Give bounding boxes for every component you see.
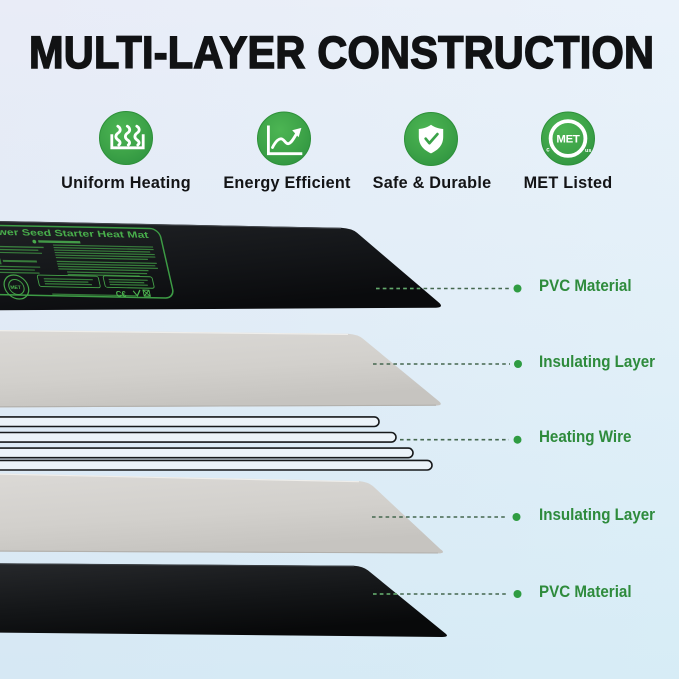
svg-text:iPower Seed Starter Heat Mat: iPower Seed Starter Heat Mat bbox=[0, 227, 149, 240]
svg-text:c: c bbox=[546, 148, 550, 154]
svg-text:MET: MET bbox=[10, 285, 23, 291]
svg-text:MET: MET bbox=[556, 134, 579, 146]
svg-text:C€: C€ bbox=[115, 290, 128, 299]
svg-text:us: us bbox=[585, 148, 591, 154]
